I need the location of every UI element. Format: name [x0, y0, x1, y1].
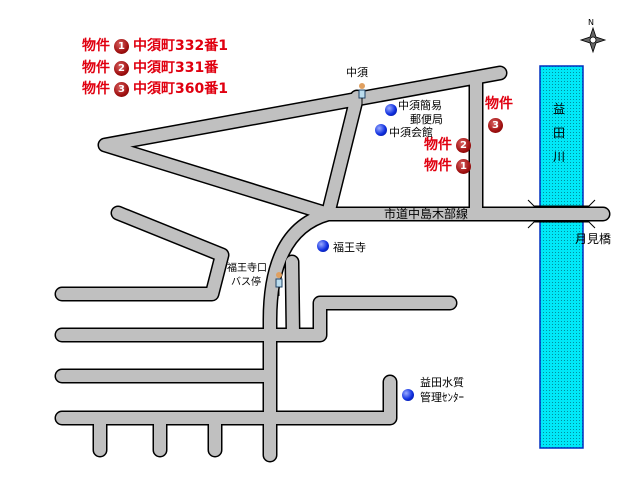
bus-stop-label-1: 福王寺口: [227, 263, 267, 274]
legend-label: 物件: [82, 60, 110, 76]
water-center-icon: [402, 389, 414, 401]
river-char: 益: [553, 102, 566, 116]
post-office-label-1: 中須簡易: [398, 99, 442, 112]
hall-label: 中須会館: [389, 126, 433, 139]
river-char: 川: [553, 150, 566, 164]
river-label: 益田川: [553, 97, 569, 169]
nakasu-stop-label: 中須: [346, 66, 368, 79]
marker-number-icon: 3: [114, 81, 129, 97]
bus-stop-icon: [275, 83, 366, 296]
marker-label: 物件: [424, 137, 452, 153]
temple-label: 福王寺: [333, 241, 366, 254]
marker-number-icon: 3: [488, 117, 503, 133]
legend-address: 中須町332番1: [133, 38, 228, 54]
post-office-icon: [385, 104, 397, 116]
property-3-marker: 3: [485, 116, 503, 134]
bridge-label: 月見橋: [575, 232, 612, 246]
legend-label: 物件: [82, 81, 110, 97]
road-outline: [54, 65, 611, 463]
compass-icon: [579, 26, 607, 54]
marker-number-icon: 1: [456, 158, 471, 174]
road-name-label: 市道中島木部線: [384, 207, 469, 221]
compass-north-label: N: [588, 18, 594, 27]
bridge: [527, 199, 596, 229]
property-3-label: 物件: [485, 96, 513, 112]
water-center-label-1: 益田水質: [420, 376, 464, 389]
legend-address: 中須町331番: [133, 60, 219, 76]
post-office-label-2: 郵便局: [410, 113, 443, 126]
water-center-label-2: 管理ｾﾝﾀｰ: [420, 391, 464, 404]
marker-number-icon: 1: [114, 38, 129, 54]
legend-address: 中須町360番1: [133, 81, 228, 97]
bus-stop-label-2: バス停: [231, 277, 261, 288]
marker-number-icon: 2: [456, 137, 471, 153]
legend-label: 物件: [82, 38, 110, 54]
river: [539, 65, 584, 449]
river-char: 田: [553, 126, 566, 140]
hall-icon: [375, 124, 387, 136]
temple-icon: [317, 240, 329, 252]
marker-label: 物件: [424, 158, 452, 174]
road: [56, 67, 609, 461]
marker-number-icon: 2: [114, 60, 129, 76]
